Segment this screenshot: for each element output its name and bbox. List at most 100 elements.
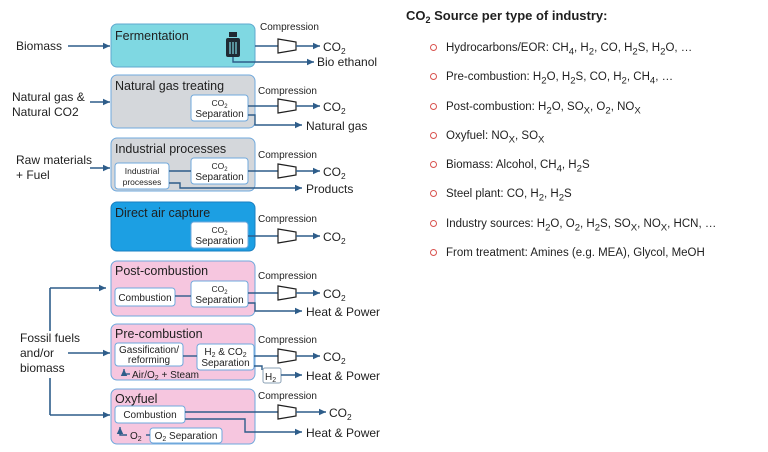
gasification-label: reforming [128,355,170,366]
compressor-icon [277,285,297,301]
co2-separation-label: CO2 [211,161,227,173]
bullet-icon [430,219,437,227]
oxyfuel-title: Oxyfuel [115,392,157,406]
co2-separation-label: Separation [195,236,243,247]
list-item-text: Industry sources: H2O, O2, H2S, SOX, NOX… [446,217,717,234]
compression-label: Compression [260,22,319,33]
product-natural-gas: Natural gas [306,119,367,133]
list-item: Biomass: Alcohol, CH4, H2S [406,158,761,187]
co2-output: CO2 [323,100,346,116]
industrial-processes-title: Industrial processes [115,142,226,156]
direct-air-capture-title: Direct air capture [115,206,210,220]
compression-label: Compression [258,271,317,282]
input-raw-materials: Raw materials [16,153,92,167]
h2-co2-separation-label: H2 & CO2 [204,347,246,359]
compressor-icon [277,228,297,244]
bio-ethanol-line [232,57,314,66]
input-natural-gas: Natural gas & [12,90,85,104]
co2-separation-label: CO2 [211,284,227,296]
bullet-icon [430,131,437,139]
co2-separation-box [190,221,249,249]
co2-process-diagram: Fermentation Biomass Compression CO2 Bio… [12,22,380,445]
industrial-processes-inner-label: Industrial [125,166,160,176]
bullet-icon [430,44,437,51]
product-products: Products [306,182,353,196]
co2-separation-label: Separation [195,172,243,183]
input-biomass: Biomass [16,39,62,53]
o2-label: O2 [130,431,142,443]
co2-source-panel: CO2 Source per type of industry: Hydroca… [406,8,761,275]
h2-line [254,365,263,370]
bullet-icon [430,102,437,110]
co2-output: CO2 [323,230,346,246]
fermenter-icon [226,32,240,57]
co2-output: CO2 [323,287,346,303]
compression-label: Compression [258,86,317,97]
combustion-box [114,405,186,424]
co2-separation-box [190,94,249,122]
compressor-icon [277,163,297,179]
o2-separation-label: O2 Separation [155,431,218,443]
input-fossil-fuels: Fossil fuels [20,331,80,345]
bullet-icon [430,249,437,257]
h2-label: H2 [265,372,276,384]
panel-title: CO2 Source per type of industry: [406,8,608,25]
list-item: From treatment: Amines (e.g. MEA), Glyco… [406,246,761,275]
co2-separation-label: CO2 [211,98,227,110]
h2-co2-separation-label: Separation [201,358,249,369]
co2-output: CO2 [323,350,346,366]
list-item: Post-combustion: H2O, SOX, O2, NOX [406,100,761,129]
co2-separation-box [190,280,249,308]
bullet-icon [430,190,437,198]
compressor-icon [277,38,297,54]
compressor-icon [277,98,297,114]
pre-combustion-title: Pre-combustion [115,327,203,341]
co2-output: CO2 [329,406,352,422]
list-item-text: Oxyfuel: NOX, SOX [446,129,545,146]
co2-separation-label: CO2 [211,225,227,237]
bullet-icon [430,73,437,81]
compressor-icon [277,404,297,420]
bullet-icon [430,161,437,169]
list-item-text: Biomass: Alcohol, CH4, H2S [446,159,590,175]
post-heat-power-line [248,302,302,315]
gasification-box [114,342,184,367]
co2-separation-label: Separation [195,109,243,120]
product-heat-power: Heat & Power [306,369,380,383]
air-steam-label: Air/O2 + Steam [132,370,199,382]
combustion-box [114,287,176,307]
gasification-label: Gassification/ [119,345,179,356]
list-item-text: Post-combustion: H2O, SOX, O2, NOX [446,100,641,116]
natural-gas-treating-title: Natural gas treating [115,79,224,93]
input-fossil-fuels: and/or [20,346,54,360]
compression-label: Compression [258,150,317,161]
fermentation-title: Fermentation [115,29,189,43]
list-item-text: From treatment: Amines (e.g. MEA), Glyco… [446,247,705,260]
o2-feed-line [116,427,127,436]
list-item: Oxyfuel: NOX, SOX [406,129,761,158]
oxyfuel-heat-power-line [185,418,302,436]
industrial-processes-inner-label: processes [123,177,162,187]
product-heat-power: Heat & Power [306,426,380,440]
list-item-text: Pre-combustion: H2O, H2S, CO, H2, CH4, … [446,71,674,87]
natural-gas-product-line [248,114,302,129]
list-item-text: Steel plant: CO, H2, H2S [446,188,572,204]
list-item: Pre-combustion: H2O, H2S, CO, H2, CH4, … [406,70,761,99]
compression-label: Compression [258,391,317,402]
compression-label: Compression [258,214,317,225]
list-item: Industry sources: H2O, O2, H2S, SOX, NOX… [406,217,761,246]
co2-output: CO2 [323,40,346,56]
list-item: Hydrocarbons/EOR: CH4, H2, CO, H2S, H2O,… [406,41,761,70]
input-fossil-fuels: biomass [20,361,65,375]
list-item-text: Hydrocarbons/EOR: CH4, H2, CO, H2S, H2O,… [446,42,693,58]
product-heat-power: Heat & Power [306,305,380,319]
compressor-icon [277,348,297,364]
co2-output: CO2 [323,165,346,181]
input-natural-gas: Natural CO2 [12,105,79,119]
h2-co2-separation-box [196,343,255,371]
input-raw-materials: + Fuel [16,168,50,182]
list-item: Steel plant: CO, H2, H2S [406,187,761,216]
industrial-processes-inner-box [114,162,170,190]
co2-separation-label: Separation [195,295,243,306]
product-bio-ethanol: Bio ethanol [317,55,377,69]
